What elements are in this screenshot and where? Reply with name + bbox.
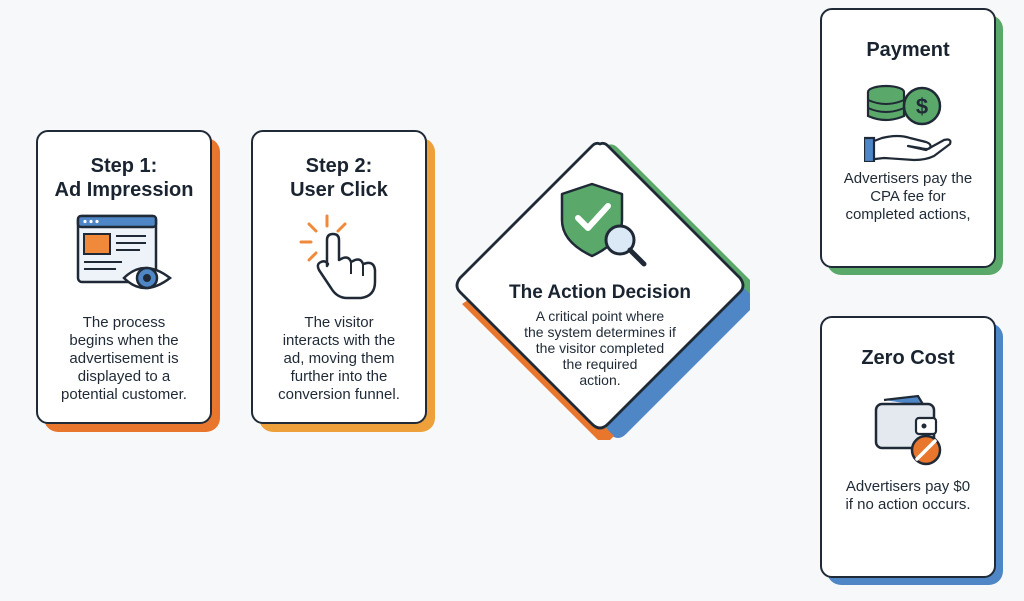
payment-description: Advertisers pay the CPA fee for complete… <box>843 170 973 223</box>
ad-impression-eye-icon <box>76 214 173 290</box>
payment-title: Payment <box>866 39 950 61</box>
step-2-description: The visitor interacts with the ad, movin… <box>278 314 400 403</box>
decision-title: The Action Decision <box>509 282 691 303</box>
shield-check-magnifier-icon <box>560 182 647 267</box>
step-2-card: Step 2: User Click The visitor interacts… <box>251 130 435 432</box>
pointer-click-icon <box>299 214 377 300</box>
payment-outcome-card: Payment $ Advertisers pay the CPA fee fo… <box>820 8 1003 275</box>
step-2-title: Step 2: User Click <box>290 155 388 201</box>
step-1-title: Step 1: Ad Impression <box>54 155 194 201</box>
zero-cost-outcome-card: Zero Cost Advertisers pay $0 if no actio… <box>820 316 1003 585</box>
zero-cost-title: Zero Cost <box>861 347 955 369</box>
decision-diamond-shape <box>455 141 750 440</box>
action-decision-node: The Action Decision A critical point whe… <box>450 140 750 440</box>
step-1-description: The process begins when the advertisemen… <box>61 314 187 403</box>
wallet-no-icon <box>874 394 942 466</box>
zero-cost-description: Advertisers pay $0 if no action occurs. <box>845 478 971 513</box>
coins-hand-dollar-icon: $ <box>864 84 952 162</box>
decision-description: A critical point where the system determ… <box>524 308 676 388</box>
svg-text:$: $ <box>916 94 928 119</box>
step-1-card: Step 1: Ad Impression The process begins… <box>36 130 220 432</box>
